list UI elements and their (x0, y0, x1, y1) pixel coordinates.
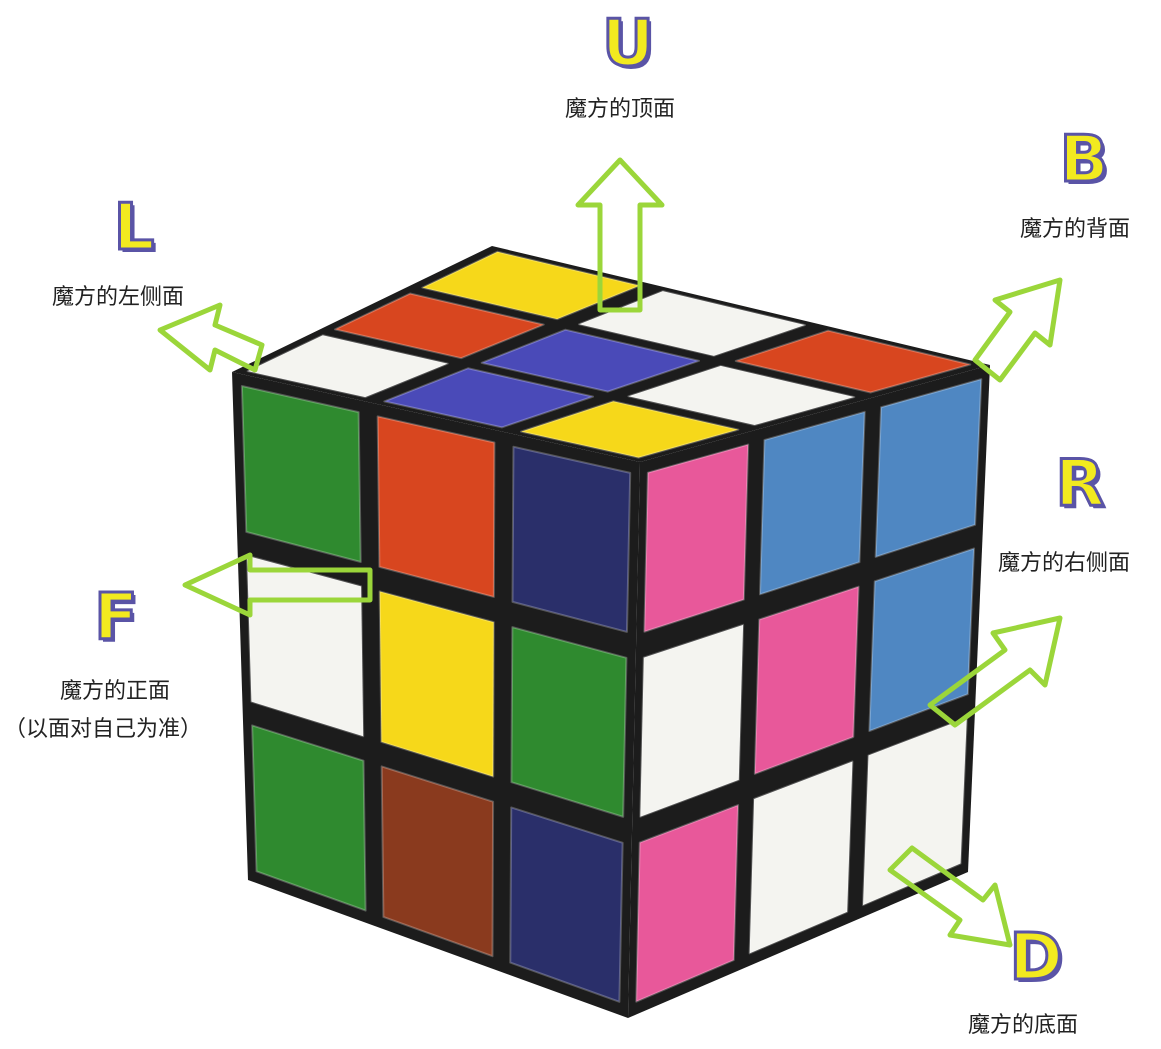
face-caption-d: 魔方的底面 (968, 1012, 1078, 1040)
face-caption-r: 魔方的右侧面 (998, 550, 1130, 578)
front-sticker (511, 627, 626, 817)
face-letter-b: B (1048, 128, 1120, 192)
right-sticker (644, 445, 748, 632)
arrow-left (160, 305, 262, 370)
face-letter-f: F (80, 586, 152, 650)
face-letter-d: D (1000, 926, 1072, 990)
front-sticker (512, 447, 630, 632)
front-sticker (242, 386, 361, 562)
face-caption-u: 魔方的顶面 (565, 96, 675, 124)
face-letter-r: R (1044, 452, 1116, 516)
face-caption-l: 魔方的左侧面 (52, 284, 184, 312)
front-sticker (378, 416, 495, 597)
face-caption-f: 魔方的正面 (60, 678, 170, 706)
face-letter-l: L (98, 196, 170, 260)
face-letter-u: U (592, 12, 664, 76)
face-caption-f-note: （以面对自己为准） (4, 716, 202, 744)
face-caption-b: 魔方的背面 (1020, 216, 1130, 244)
